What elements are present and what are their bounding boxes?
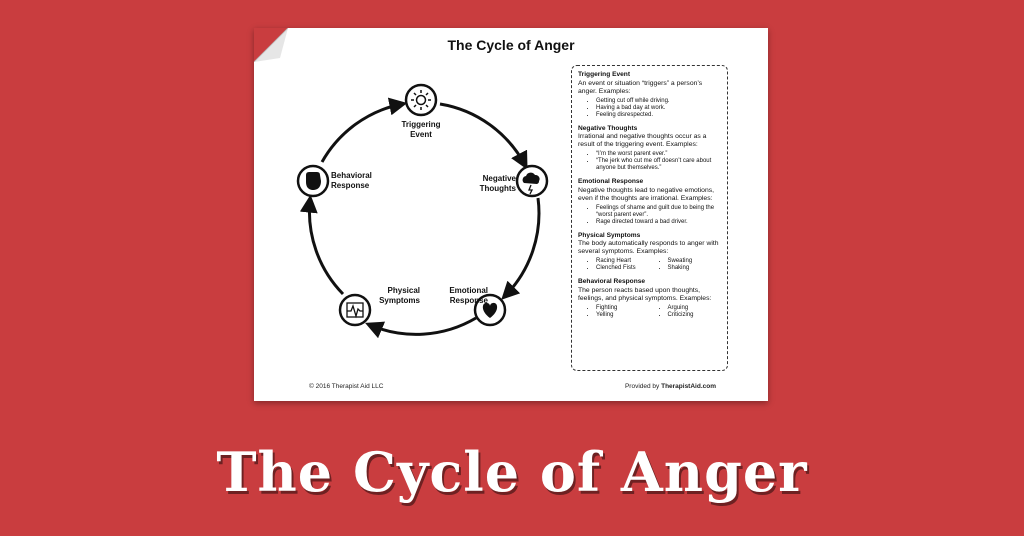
info-panel: Triggering Event An event or situation “… xyxy=(571,65,728,371)
node-negative-thoughts xyxy=(515,164,549,198)
arrow-emotional-to-physical xyxy=(365,316,477,339)
arrow-physical-to-behavioral xyxy=(299,194,345,296)
section-title: Behavioral Response xyxy=(578,278,646,286)
list-item: Fighting xyxy=(596,305,650,312)
section-description: Negative thoughts lead to negative emoti… xyxy=(578,186,715,202)
section-description: The body automatically responds to anger… xyxy=(578,240,719,256)
list-item: Feelings of shame and guilt due to being… xyxy=(596,205,721,219)
list-item: Getting cut off while driving. xyxy=(596,98,721,105)
sun-burst-icon xyxy=(411,90,431,110)
section-title: Triggering Event xyxy=(578,71,631,78)
section-negative-thoughts: Negative Thoughts Irrational and negativ… xyxy=(578,125,721,173)
node-physical-symptoms xyxy=(338,293,372,327)
banner-title: The Cycle of Anger xyxy=(216,440,808,504)
list-item: Feeling disrespected. xyxy=(596,112,721,119)
site-name: TherapistAid.com xyxy=(661,383,716,390)
node-triggering-event xyxy=(404,83,438,117)
copyright-text: © 2016 Therapist Aid LLC xyxy=(309,383,384,390)
worksheet-preview: The Cycle of Anger xyxy=(254,28,768,401)
cycle-diagram xyxy=(296,83,549,339)
list-item: Arguing xyxy=(668,305,722,312)
node-behavioral-response xyxy=(296,164,330,198)
fist-icon xyxy=(306,172,321,190)
section-title: Physical Symptoms xyxy=(578,231,641,239)
worksheet-title: The Cycle of Anger xyxy=(447,37,575,53)
section-behavioral-response: Behavioral Response The person reacts ba… xyxy=(578,278,721,319)
arrow-behavioral-to-trigger xyxy=(320,97,408,163)
list-item: “The jerk who cut me off doesn’t care ab… xyxy=(596,158,721,172)
section-description: The person reacts based upon thoughts, f… xyxy=(578,286,712,302)
list-item: Rage directed toward a bad driver. xyxy=(596,219,721,226)
section-title: Emotional Response xyxy=(578,178,644,186)
list-item: Yelling xyxy=(596,312,650,319)
list-item: Clenched Fists xyxy=(596,265,650,272)
arrow-trigger-to-negative xyxy=(439,102,528,170)
section-physical-symptoms: Physical Symptoms The body automatically… xyxy=(578,232,721,273)
arrow-negative-to-emotional xyxy=(501,197,541,300)
section-description: Irrational and negative thoughts occur a… xyxy=(578,133,707,149)
section-title: Negative Thoughts xyxy=(578,124,638,132)
provided-by-text: Provided by TherapistAid.com xyxy=(624,383,716,390)
node-emotional-response xyxy=(473,293,507,327)
section-emotional-response: Emotional Response Negative thoughts lea… xyxy=(578,178,721,226)
heart-icon xyxy=(482,302,498,318)
list-item: Sweating xyxy=(668,258,722,265)
list-item: Having a bad day at work. xyxy=(596,105,721,112)
list-item: “I’m the worst parent ever.” xyxy=(596,151,721,158)
list-item: Racing Heart xyxy=(596,258,650,265)
list-item: Shaking xyxy=(668,265,722,272)
page-curl-icon xyxy=(254,28,288,62)
section-triggering-event: Triggering Event An event or situation “… xyxy=(578,71,721,119)
list-item: Criticizing xyxy=(668,312,722,319)
heartbeat-icon xyxy=(346,302,364,319)
storm-cloud-icon xyxy=(522,172,540,195)
section-description: An event or situation “triggers” a perso… xyxy=(578,79,703,95)
